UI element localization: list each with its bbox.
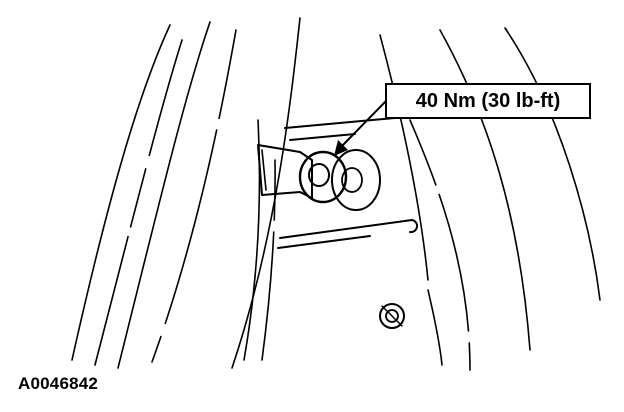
lower-slot	[279, 219, 413, 239]
bracket-slots	[277, 117, 419, 249]
contour-line	[71, 24, 171, 361]
bolt-head	[298, 150, 348, 204]
contour-line	[151, 29, 237, 363]
body-panel-contours	[71, 17, 601, 371]
contour-line	[231, 17, 301, 369]
grommet-inner	[385, 309, 399, 323]
lower-slot-end	[409, 219, 419, 234]
hinge-strap-edge	[261, 149, 267, 191]
upper-slot	[284, 117, 396, 129]
contour-line	[261, 159, 276, 361]
upper-slot	[289, 133, 356, 141]
leader-line	[341, 100, 387, 147]
bolt-center	[308, 163, 330, 187]
hinge-assembly	[257, 144, 381, 211]
contour-line	[439, 29, 531, 351]
torque-callout-label: 40 Nm (30 lb-ft)	[415, 89, 561, 112]
figure-id: A0046842	[18, 374, 99, 393]
contour-line	[409, 119, 471, 371]
leader-arrowhead	[334, 140, 348, 156]
grommet	[379, 303, 405, 329]
grommet-detail	[381, 305, 403, 327]
lower-slot	[277, 235, 371, 249]
washer	[331, 149, 381, 211]
grommet-outer	[379, 303, 405, 329]
contour-line	[504, 27, 601, 301]
torque-callout-box: 40 Nm (30 lb-ft)	[385, 83, 591, 119]
callout-leader	[334, 100, 387, 156]
contour-line	[427, 289, 443, 366]
contour-line	[379, 34, 429, 281]
contour-line	[117, 21, 211, 369]
contour-line	[94, 39, 183, 366]
washer-hole	[341, 167, 363, 193]
